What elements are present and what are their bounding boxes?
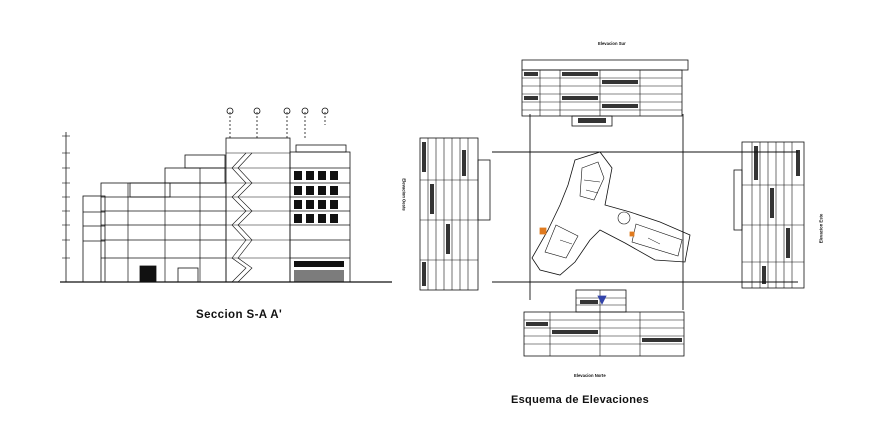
grid-axis-markers bbox=[226, 107, 329, 140]
east-elevation bbox=[733, 141, 805, 289]
north-elevation bbox=[523, 289, 685, 357]
east-elevation-label: Elevacion Este bbox=[818, 213, 824, 244]
north-elevation-label: Elevacion Norte bbox=[574, 373, 606, 378]
building-section-drawing bbox=[60, 107, 392, 283]
scheme-caption: Esquema de Elevaciones bbox=[511, 394, 650, 406]
section-caption: Seccion S-A A' bbox=[196, 309, 283, 321]
site-plan bbox=[531, 151, 691, 276]
west-elevation-label: Elevacion Oeste bbox=[401, 178, 407, 211]
south-elevation-label: Elevacion Sur bbox=[598, 41, 626, 46]
west-elevation bbox=[419, 137, 491, 291]
scheme-frame-lines bbox=[492, 114, 798, 310]
south-elevation bbox=[521, 59, 689, 127]
